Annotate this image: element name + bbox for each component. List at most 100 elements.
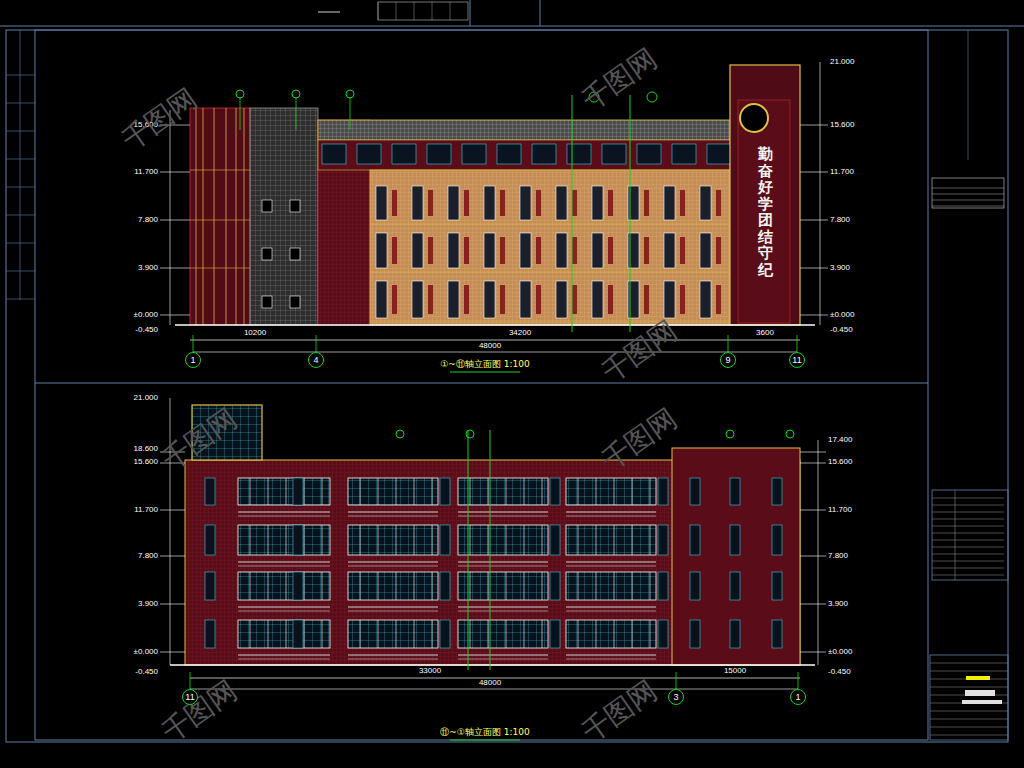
drawn-shape bbox=[700, 233, 711, 268]
drawn-line bbox=[322, 620, 323, 648]
drawn-line bbox=[193, 335, 194, 352]
drawn-line bbox=[370, 272, 730, 273]
drawn-line bbox=[268, 478, 269, 505]
drawn-line bbox=[650, 620, 651, 648]
drawn-line bbox=[800, 125, 828, 126]
drawn-line bbox=[930, 663, 1008, 664]
drawn-shape bbox=[608, 285, 613, 314]
dimension-text: 7.800 bbox=[828, 552, 848, 561]
drawn-line bbox=[798, 672, 799, 689]
drawn-line bbox=[450, 2, 451, 20]
dimension-text: 48000 bbox=[479, 679, 501, 688]
drawn-line bbox=[614, 478, 615, 505]
drawn-shape bbox=[520, 281, 531, 318]
dimension-text: 34200 bbox=[509, 329, 531, 338]
drawn-shape bbox=[592, 186, 603, 220]
drawn-line bbox=[458, 607, 548, 608]
drawn-line bbox=[286, 620, 287, 648]
drawn-line bbox=[6, 187, 35, 188]
watermark: 千图网 bbox=[577, 675, 663, 748]
drawn-line bbox=[470, 620, 471, 648]
drawn-line bbox=[348, 566, 438, 567]
drawn-line bbox=[268, 620, 269, 648]
drawn-line bbox=[650, 525, 651, 555]
drawn-line bbox=[930, 719, 1008, 720]
drawn-shape bbox=[293, 620, 303, 648]
drawn-shape bbox=[238, 572, 330, 600]
drawn-line bbox=[458, 516, 548, 517]
drawn-shape bbox=[458, 525, 548, 555]
drawn-line bbox=[238, 607, 330, 608]
drawn-line bbox=[800, 452, 826, 453]
drawn-shape bbox=[348, 525, 438, 555]
drawn-shape bbox=[644, 190, 649, 216]
drawn-shape bbox=[730, 620, 740, 648]
drawn-line bbox=[414, 2, 415, 20]
dimension-text: ±0.000 bbox=[828, 648, 852, 657]
drawn-shape bbox=[500, 190, 505, 216]
drawn-line bbox=[170, 664, 815, 666]
drawn-shape bbox=[566, 525, 656, 555]
dimension-text: 3600 bbox=[756, 329, 774, 338]
drawn-shape bbox=[716, 190, 721, 216]
drawn-line bbox=[20, 30, 21, 300]
axis-number: 1 bbox=[190, 355, 195, 365]
drawn-line bbox=[286, 572, 287, 600]
drawn-line bbox=[632, 478, 633, 505]
drawn-shape bbox=[290, 200, 300, 212]
drawn-line bbox=[196, 108, 197, 325]
watermark: 千图网 bbox=[157, 675, 243, 748]
watermark: 千图网 bbox=[597, 315, 683, 388]
drawn-line bbox=[304, 572, 305, 600]
drawn-line bbox=[932, 533, 1004, 534]
drawn-shape bbox=[572, 285, 577, 314]
drawn-line bbox=[800, 604, 826, 605]
axis-number: 9 bbox=[725, 355, 730, 365]
drawn-line bbox=[190, 689, 798, 690]
drawn-line bbox=[432, 525, 433, 555]
drawn-shape bbox=[392, 285, 397, 314]
drawn-line bbox=[160, 556, 185, 557]
drawn-shape bbox=[497, 144, 521, 164]
drawn-line bbox=[488, 620, 489, 648]
dimension-text: 11.700 bbox=[828, 506, 852, 515]
drawn-line bbox=[360, 572, 361, 600]
drawn-shape bbox=[680, 190, 685, 216]
drawn-shape bbox=[932, 490, 1008, 580]
drawn-line bbox=[524, 572, 525, 600]
drawn-line bbox=[414, 572, 415, 600]
drawn-shape bbox=[707, 144, 731, 164]
drawn-shape bbox=[205, 478, 215, 505]
drawn-line bbox=[322, 478, 323, 505]
drawn-line bbox=[378, 620, 379, 648]
drawn-line bbox=[160, 510, 185, 511]
drawn-shape bbox=[293, 525, 303, 555]
drawn-shape bbox=[484, 233, 495, 268]
drawn-shape bbox=[556, 233, 567, 268]
drawn-line bbox=[800, 220, 828, 221]
drawn-shape bbox=[357, 144, 381, 164]
drawn-line bbox=[596, 478, 597, 505]
drawn-shape bbox=[690, 620, 700, 648]
drawn-line bbox=[378, 478, 379, 505]
drawn-line bbox=[818, 440, 819, 665]
drawn-line bbox=[304, 525, 305, 555]
drawn-shape bbox=[602, 144, 626, 164]
dimension-text: 3.900 bbox=[830, 264, 850, 273]
watermark: 千图网 bbox=[577, 43, 663, 116]
drawn-line bbox=[450, 371, 520, 372]
axis-bubble: 3 bbox=[668, 689, 684, 705]
drawn-line bbox=[190, 220, 250, 221]
drawn-line bbox=[542, 525, 543, 555]
drawn-shape bbox=[448, 186, 459, 220]
drawn-shape bbox=[370, 170, 730, 325]
drawn-line bbox=[458, 655, 548, 656]
drawn-line bbox=[458, 611, 548, 612]
dimension-text: -0.450 bbox=[830, 326, 853, 335]
dimension-text: -0.450 bbox=[828, 668, 851, 677]
drawn-shape bbox=[738, 100, 790, 323]
drawn-shape bbox=[458, 478, 548, 505]
drawn-shape bbox=[262, 248, 272, 260]
axis-bubble: 11 bbox=[182, 689, 198, 705]
drawn-line bbox=[432, 572, 433, 600]
